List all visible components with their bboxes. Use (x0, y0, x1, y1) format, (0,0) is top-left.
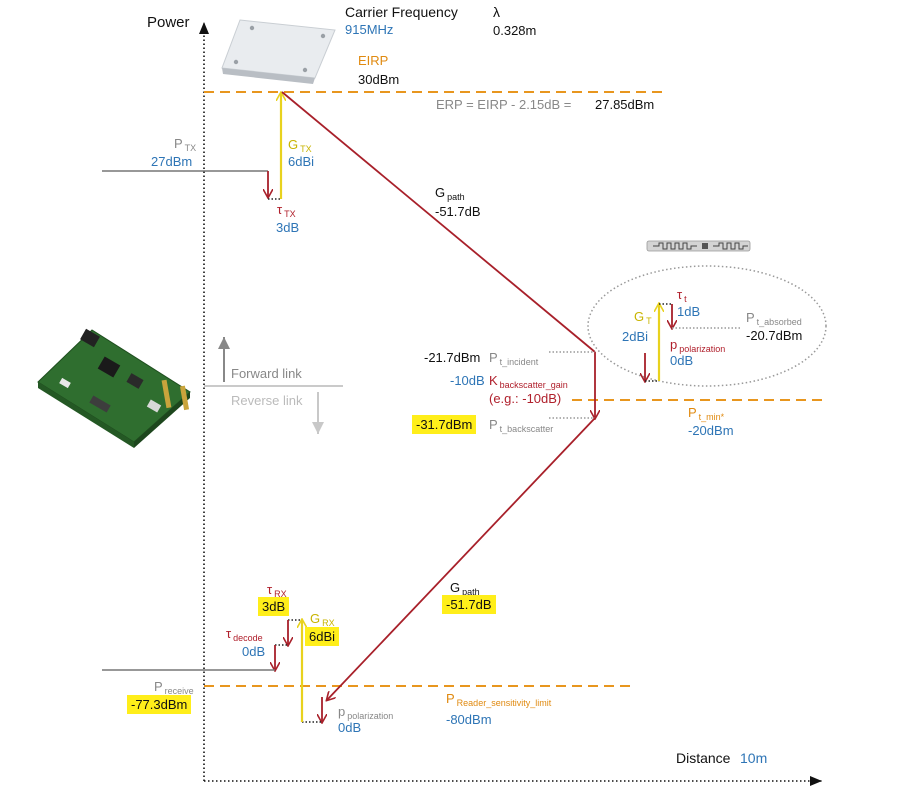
gpath-rev-value: -51.7dB (442, 595, 496, 614)
rfid-tag-image (646, 240, 751, 252)
tau-tx-value: 3dB (276, 220, 300, 235)
carrier-label: Carrier Frequency (345, 4, 458, 20)
gt-value: 2dBi (622, 329, 649, 344)
p-sensitivity-value: -80dBm (446, 712, 492, 727)
gpath-fwd-value: -51.7dB (435, 204, 481, 219)
reader-board-image (37, 328, 191, 448)
reverse-link-label: Reverse link (231, 393, 303, 408)
forward-path-line (281, 91, 596, 353)
tag-pol-value: 0dB (670, 353, 694, 368)
tau-t-value: 1dB (677, 304, 701, 319)
lambda-symbol: λ (493, 4, 500, 20)
pt-backscatter-value: -31.7dBm (412, 415, 477, 434)
grx-value: 6dBi (305, 627, 340, 646)
ptx-value: 27dBm (151, 154, 193, 169)
tau-rx-value: 3dB (258, 597, 290, 616)
y-axis-label: Power (147, 14, 190, 31)
erp-value: 27.85dBm (595, 97, 655, 112)
pt-absorbed-value: -20.7dBm (746, 328, 803, 343)
erp-formula: ERP = EIRP - 2.15dB = (436, 97, 572, 112)
rx-pol-value: 0dB (338, 720, 362, 735)
gtx-value: 6dBi (288, 154, 315, 169)
x-axis-value: 10m (740, 750, 768, 766)
x-axis-label: Distance (676, 750, 731, 766)
pt-min-value: -20dBm (688, 423, 734, 438)
reverse-path-line (327, 417, 596, 700)
k-backscatter-example: (e.g.: -10dB) (489, 391, 562, 406)
lambda-value: 0.328m (493, 23, 537, 38)
eirp-label: EIRP (358, 53, 389, 68)
k-backscatter-value: -10dB (450, 373, 485, 388)
pt-incident-value: -21.7dBm (424, 350, 481, 365)
carrier-value: 915MHz (345, 22, 394, 37)
eirp-value: 30dBm (358, 72, 400, 87)
preceive-value: -77.3dBm (127, 695, 192, 714)
tau-decode-value: 0dB (242, 644, 266, 659)
reader-antenna-image (221, 19, 336, 84)
forward-link-label: Forward link (231, 366, 302, 381)
tag-detail-ellipse (587, 265, 827, 387)
